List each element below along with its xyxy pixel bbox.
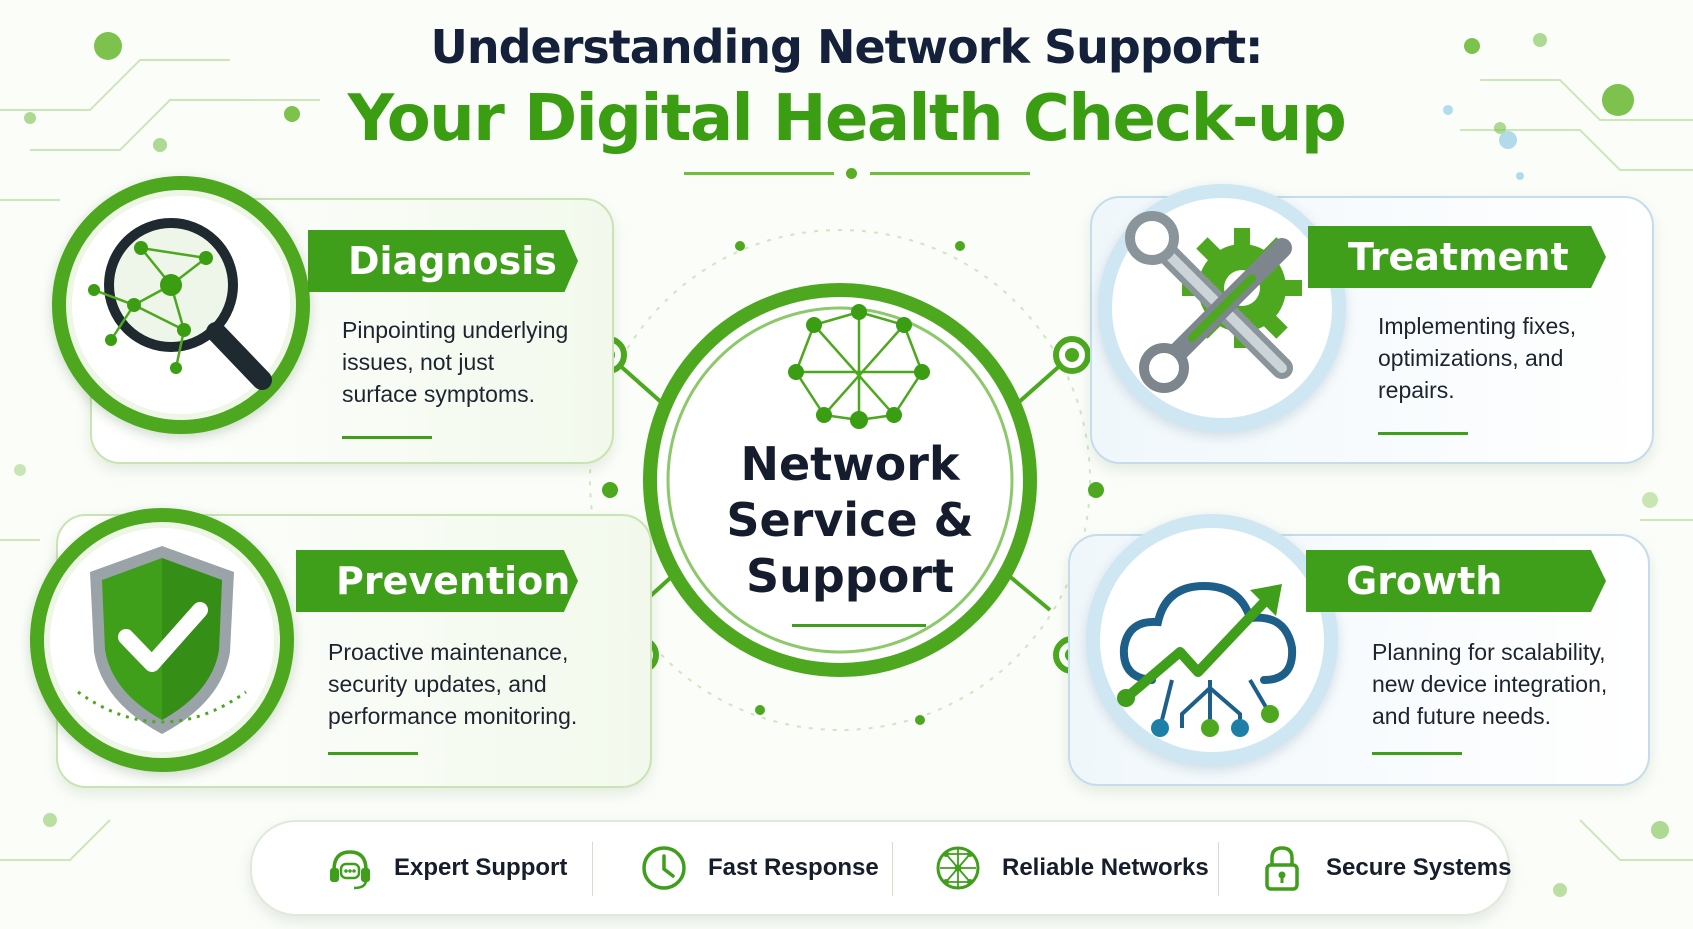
- network-globe-icon: [788, 304, 930, 429]
- feature-fast-response: Fast Response: [638, 842, 879, 894]
- growth-desc-line: Planning for scalability,: [1372, 639, 1606, 665]
- hub-divider: [792, 624, 926, 627]
- treatment-icon-circle: [1098, 184, 1346, 432]
- treatment-desc-line: repairs.: [1378, 377, 1455, 403]
- hub-title-line-3: Support: [745, 549, 954, 603]
- feature-label: Reliable Networks: [1002, 854, 1209, 881]
- growth-icon-circle: [1086, 514, 1338, 766]
- treatment-description: Implementing fixes, optimizations, and r…: [1378, 310, 1576, 406]
- diagnosis-icon-circle: [52, 176, 310, 434]
- growth-desc-line: new device integration,: [1372, 671, 1608, 697]
- prevention-desc-line: Proactive maintenance,: [328, 639, 569, 665]
- feature-separator: [892, 842, 893, 896]
- cloud-growth-icon: [1117, 581, 1297, 737]
- shield-check-icon: [77, 546, 247, 734]
- diagnosis-divider: [342, 436, 432, 439]
- feature-separator: [592, 842, 593, 896]
- prevention-title-banner: Prevention: [296, 550, 578, 612]
- treatment-desc-line: Implementing fixes,: [1378, 313, 1577, 339]
- hub-title: Network Service & Support: [690, 436, 1010, 604]
- feature-label: Expert Support: [394, 854, 568, 881]
- title-divider-dot: [846, 168, 857, 179]
- treatment-title-banner: Treatment: [1308, 226, 1606, 288]
- treatment-desc-line: optimizations, and: [1378, 345, 1564, 371]
- clock-icon: [642, 846, 686, 890]
- padlock-icon: [1265, 846, 1299, 891]
- diagnosis-title-banner: Diagnosis: [308, 230, 578, 292]
- feature-separator: [1218, 842, 1219, 896]
- feature-secure-systems: Secure Systems: [1256, 842, 1511, 894]
- prevention-desc-line: security updates, and: [328, 671, 547, 697]
- feature-expert-support: Expert Support: [324, 842, 567, 894]
- growth-desc-line: and future needs.: [1372, 703, 1552, 729]
- diagnosis-desc-line: surface symptoms.: [342, 381, 535, 407]
- magnifier-network-icon: [88, 218, 272, 390]
- hub-title-line-1: Network: [740, 437, 960, 491]
- title-line-1: Understanding Network Support:: [430, 20, 1264, 74]
- features-bar: Expert Support Fast Response Reliable Ne…: [250, 820, 1511, 916]
- prevention-icon-circle: [30, 508, 294, 772]
- diagnosis-description: Pinpointing underlying issues, not just …: [342, 314, 568, 410]
- prevention-desc-line: performance monitoring.: [328, 703, 578, 729]
- growth-description: Planning for scalability, new device int…: [1372, 636, 1607, 732]
- prevention-description: Proactive maintenance, security updates,…: [328, 636, 577, 732]
- diagnosis-desc-line: issues, not just: [342, 349, 495, 375]
- title-line-2: Your Digital Health Check-up: [347, 82, 1347, 156]
- treatment-divider: [1378, 432, 1468, 435]
- diagnosis-desc-line: Pinpointing underlying: [342, 317, 569, 343]
- feature-label: Fast Response: [708, 854, 879, 881]
- wrench-gear-icon: [1125, 211, 1302, 393]
- growth-title-banner: Growth: [1306, 550, 1606, 612]
- headset-icon: [330, 850, 370, 890]
- title-divider-right: [870, 172, 1030, 175]
- hub-title-line-2: Service &: [726, 493, 974, 547]
- title-divider-left: [684, 172, 834, 175]
- globe-network-icon: [936, 846, 980, 890]
- feature-label: Secure Systems: [1326, 854, 1512, 881]
- feature-reliable-networks: Reliable Networks: [932, 842, 1209, 894]
- growth-divider: [1372, 752, 1462, 755]
- prevention-divider: [328, 752, 418, 755]
